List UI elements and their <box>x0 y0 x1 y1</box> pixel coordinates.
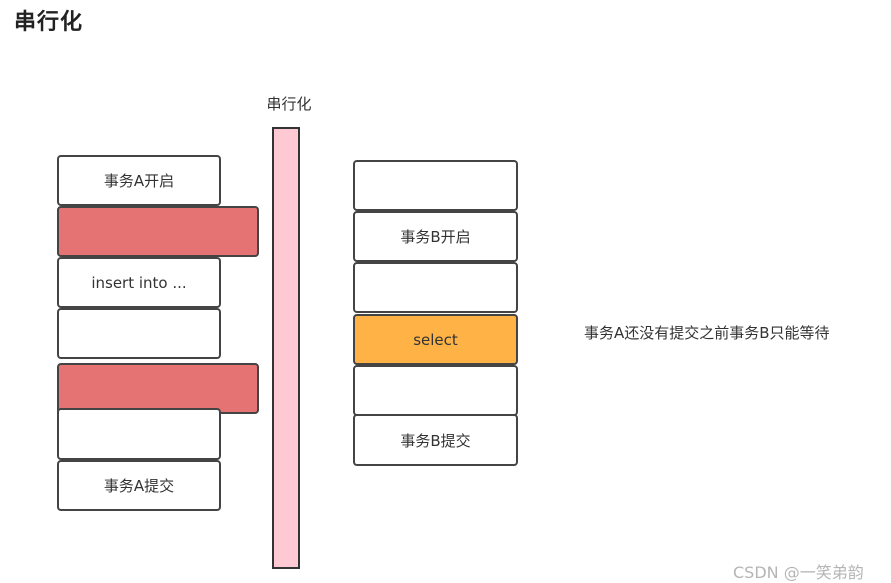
csdn-watermark: CSDN @一笑弟韵 <box>733 563 864 582</box>
txn-b-start-box: 事务B开启 <box>353 211 518 262</box>
txn-b-empty-box <box>353 365 518 416</box>
wait-annotation: 事务A还没有提交之前事务B只能等待 <box>584 324 830 342</box>
txn-a-commit-box: 事务A提交 <box>57 460 221 511</box>
txn-a-empty-box <box>57 308 221 359</box>
txn-a-insert-box: insert into ... <box>57 257 221 308</box>
page-title: 串行化 <box>14 10 84 35</box>
txn-b-select-box: select <box>353 314 518 365</box>
serial-timeline-bar <box>272 127 300 569</box>
txn-b-empty-box <box>353 160 518 211</box>
txn-a-lock-block <box>57 206 259 257</box>
txn-a-start-box: 事务A开启 <box>57 155 221 206</box>
txn-b-empty-box <box>353 262 518 313</box>
serial-bar-label: 串行化 <box>266 95 312 113</box>
txn-a-lock-block <box>57 363 259 414</box>
txn-a-empty-box <box>57 408 221 460</box>
txn-b-commit-box: 事务B提交 <box>353 414 518 466</box>
